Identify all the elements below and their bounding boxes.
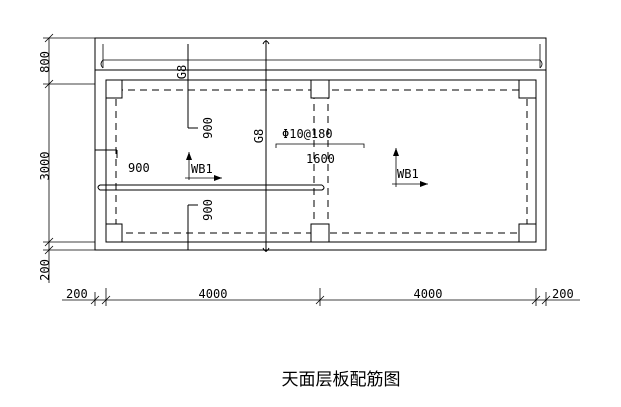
- column-top-left: [105, 79, 123, 99]
- rebar-spec: Φ10@180: [282, 127, 333, 141]
- cantilever-top-bar: [100, 59, 543, 69]
- mid-horizontal-rebar: [97, 184, 325, 191]
- mid-rebar-hook-top: [262, 40, 270, 45]
- mid-rebar-hook-bottom: [262, 247, 270, 252]
- left-rebar-length-top: 900: [201, 117, 215, 139]
- slab-outer-outline: [94, 37, 547, 251]
- left-rebar-length-bottom: 900: [201, 199, 215, 221]
- column-top-right: [518, 79, 537, 99]
- column-bottom-right: [518, 223, 537, 243]
- dim-label-3000: 3000: [38, 152, 52, 181]
- dim-label-200: 200: [38, 259, 52, 281]
- slab-label-right: WB1: [397, 167, 419, 181]
- slab-label-left: WB1: [191, 162, 213, 176]
- left-side-length: 900: [128, 161, 150, 175]
- dim-label-800: 800: [38, 51, 52, 73]
- slab-left-marker: [185, 152, 222, 181]
- dim-label-200-left: 200: [66, 287, 88, 301]
- dim-label-200-right: 200: [552, 287, 574, 301]
- dim-label-4000-left: 4000: [199, 287, 228, 301]
- column-top-mid: [310, 79, 330, 99]
- drawing-title: 天面层板配筋图: [282, 370, 401, 390]
- column-bottom-left: [105, 223, 123, 243]
- mid-bar-mark: G8: [252, 129, 266, 143]
- dim-ticks-left: [44, 33, 54, 255]
- spec-length: 1600: [306, 152, 335, 166]
- column-bottom-mid: [310, 223, 330, 243]
- dim-label-4000-right: 4000: [414, 287, 443, 301]
- slab-right-marker: [392, 148, 428, 187]
- dim-ticks-bottom: [90, 288, 551, 306]
- left-bar-mark: G8: [175, 65, 189, 79]
- spec-bracket: [275, 143, 365, 148]
